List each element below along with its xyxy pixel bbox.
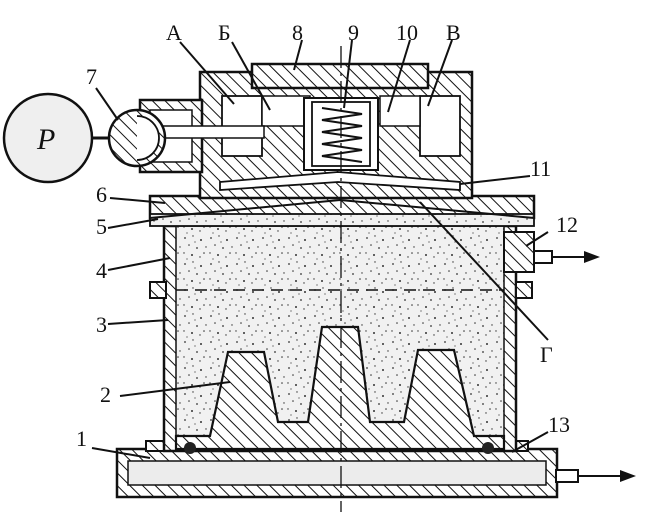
label-3: 3 bbox=[96, 312, 107, 337]
label-1: 1 bbox=[76, 426, 87, 451]
label-4: 4 bbox=[96, 258, 107, 283]
label-13: 13 bbox=[548, 412, 570, 437]
label-A: А bbox=[166, 20, 182, 45]
label-V: В bbox=[446, 20, 461, 45]
bottom-plate bbox=[115, 440, 579, 499]
plate-and-film bbox=[148, 194, 536, 227]
label-8: 8 bbox=[292, 20, 303, 45]
label-12: 12 bbox=[556, 212, 578, 237]
label-G: Г bbox=[540, 342, 553, 367]
label-2: 2 bbox=[100, 382, 111, 407]
pressure-gauge: P bbox=[2, 92, 94, 184]
outlet-arrows bbox=[552, 251, 636, 482]
side-port bbox=[503, 231, 553, 273]
casting-pattern bbox=[174, 325, 506, 454]
callout-labels: А Б В Г 1 2 3 4 5 6 7 8 9 10 11 12 13 bbox=[76, 20, 578, 451]
label-10: 10 bbox=[396, 20, 418, 45]
label-5: 5 bbox=[96, 214, 107, 239]
label-9: 9 bbox=[348, 20, 359, 45]
label-11: 11 bbox=[530, 156, 551, 181]
label-6: 6 bbox=[96, 182, 107, 207]
leader-lines bbox=[91, 39, 549, 459]
pressure-line bbox=[92, 98, 265, 174]
label-7: 7 bbox=[86, 64, 97, 89]
label-B: Б bbox=[218, 20, 231, 45]
gauge-label: P bbox=[36, 123, 55, 156]
